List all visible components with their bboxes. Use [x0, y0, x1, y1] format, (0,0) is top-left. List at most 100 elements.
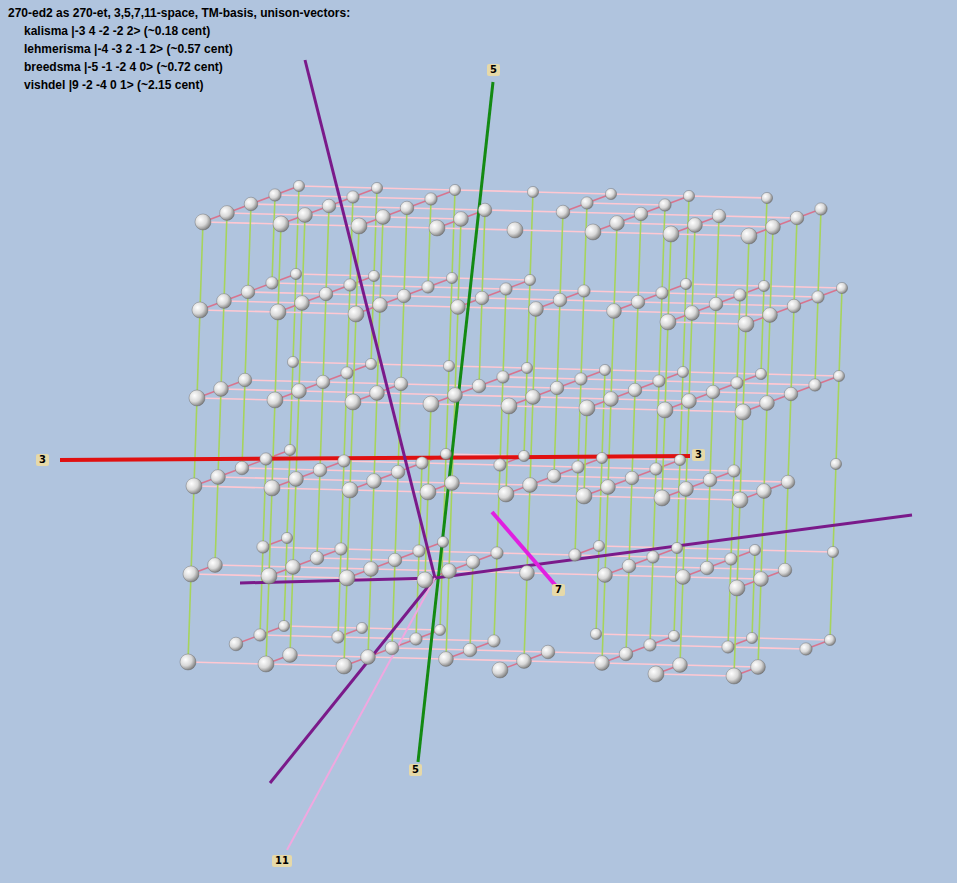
lattice-edge	[683, 577, 761, 579]
lattice-edge	[275, 312, 278, 400]
lattice-edge	[581, 379, 659, 381]
pitch-ball	[356, 622, 367, 633]
pitch-ball	[264, 480, 280, 496]
lattice-edge	[371, 481, 374, 569]
lattice-edge	[431, 404, 509, 406]
lattice-edge	[290, 655, 368, 657]
lattice-edge	[500, 377, 503, 465]
lattice-edge	[746, 236, 749, 324]
pitch-ball	[260, 453, 272, 465]
lattice-edge	[395, 560, 473, 562]
lattice-edge	[482, 210, 485, 298]
lattice-edge	[272, 488, 350, 490]
lattice-edge	[578, 379, 581, 467]
lattice-edge	[296, 479, 374, 481]
pitch-ball	[273, 216, 289, 232]
lattice-edge	[527, 280, 530, 368]
lattice-edge	[284, 626, 362, 628]
lattice-edge	[608, 487, 686, 489]
lattice-edge	[353, 197, 431, 199]
lattice-edge	[587, 203, 665, 205]
pitch-ball	[656, 287, 668, 299]
pitch-ball	[348, 306, 364, 322]
lattice-edge	[713, 392, 791, 394]
lattice-edge	[614, 311, 692, 313]
axis-label: 3	[692, 449, 705, 461]
pitch-ball	[790, 211, 804, 225]
pitch-ball	[361, 650, 376, 665]
pitch-ball	[663, 226, 679, 242]
lattice-edge	[353, 314, 356, 402]
pitch-ball	[738, 316, 754, 332]
lattice-edge	[278, 224, 281, 312]
lattice-edge	[605, 487, 608, 575]
pitch-ball	[278, 620, 289, 631]
pitch-ball	[674, 454, 685, 465]
lattice-edge	[662, 498, 740, 500]
lattice-edge	[290, 362, 293, 450]
pitch-ball	[751, 660, 766, 675]
pitch-ball	[605, 188, 616, 199]
lattice-edge	[692, 225, 695, 313]
pitch-ball	[442, 564, 457, 579]
lattice-edge	[350, 402, 353, 490]
lattice-edge	[401, 384, 479, 386]
pitch-ball	[257, 541, 269, 553]
lattice-edge	[635, 302, 638, 390]
lattice-edge	[266, 576, 269, 664]
lattice-edge	[380, 217, 383, 305]
lattice-edge	[536, 309, 614, 311]
lattice-edge	[302, 215, 305, 303]
lattice-edge	[671, 234, 749, 236]
lattice-edge	[293, 479, 296, 567]
lattice-edge	[761, 286, 764, 374]
lattice-edge	[479, 386, 557, 388]
pitch-ball	[758, 280, 769, 291]
pitch-ball	[425, 193, 437, 205]
lattice-edge	[683, 489, 686, 577]
pitch-ball	[410, 633, 422, 645]
lattice-edge	[452, 278, 530, 280]
pitch-ball	[491, 547, 503, 559]
lattice-edge	[668, 322, 746, 324]
lattice-edge	[755, 550, 833, 552]
pitch-ball	[757, 484, 772, 499]
pitch-ball	[553, 293, 567, 307]
pitch-ball	[569, 549, 581, 561]
pitch-ball	[322, 199, 336, 213]
pitch-ball	[599, 364, 610, 375]
lattice-edge	[224, 213, 227, 301]
lattice-edge	[662, 293, 740, 295]
lattice-edge	[368, 657, 446, 659]
pitch-ball	[607, 304, 622, 319]
lattice-edge	[524, 573, 527, 661]
pitch-ball	[650, 463, 662, 475]
pitch-ball	[391, 465, 405, 479]
pitch-ball	[335, 543, 347, 555]
pitch-ball	[290, 268, 301, 279]
lattice-edge	[707, 480, 710, 568]
lattice-edge	[686, 284, 764, 286]
pitch-ball	[439, 652, 454, 667]
lattice-edge	[737, 500, 740, 588]
pitch-ball	[235, 461, 249, 475]
pitch-ball	[254, 629, 266, 641]
pitch-ball	[685, 306, 700, 321]
pitch-ball	[628, 383, 642, 397]
axis-label: 3	[36, 454, 49, 466]
lattice-edge	[275, 400, 353, 402]
pitch-ball	[298, 208, 313, 223]
pitch-ball	[448, 388, 463, 403]
lattice-edge	[452, 190, 455, 278]
lattice-edge	[422, 463, 500, 465]
pitch-ball	[195, 214, 211, 230]
lattice-edge	[296, 186, 299, 274]
lattice-edge	[374, 481, 452, 483]
lattice-edge	[446, 366, 449, 454]
lattice-edge	[323, 294, 326, 382]
lattice-edge	[509, 406, 587, 408]
pitch-ball	[286, 560, 301, 575]
pitch-ball	[590, 628, 601, 639]
pitch-ball	[373, 298, 388, 313]
